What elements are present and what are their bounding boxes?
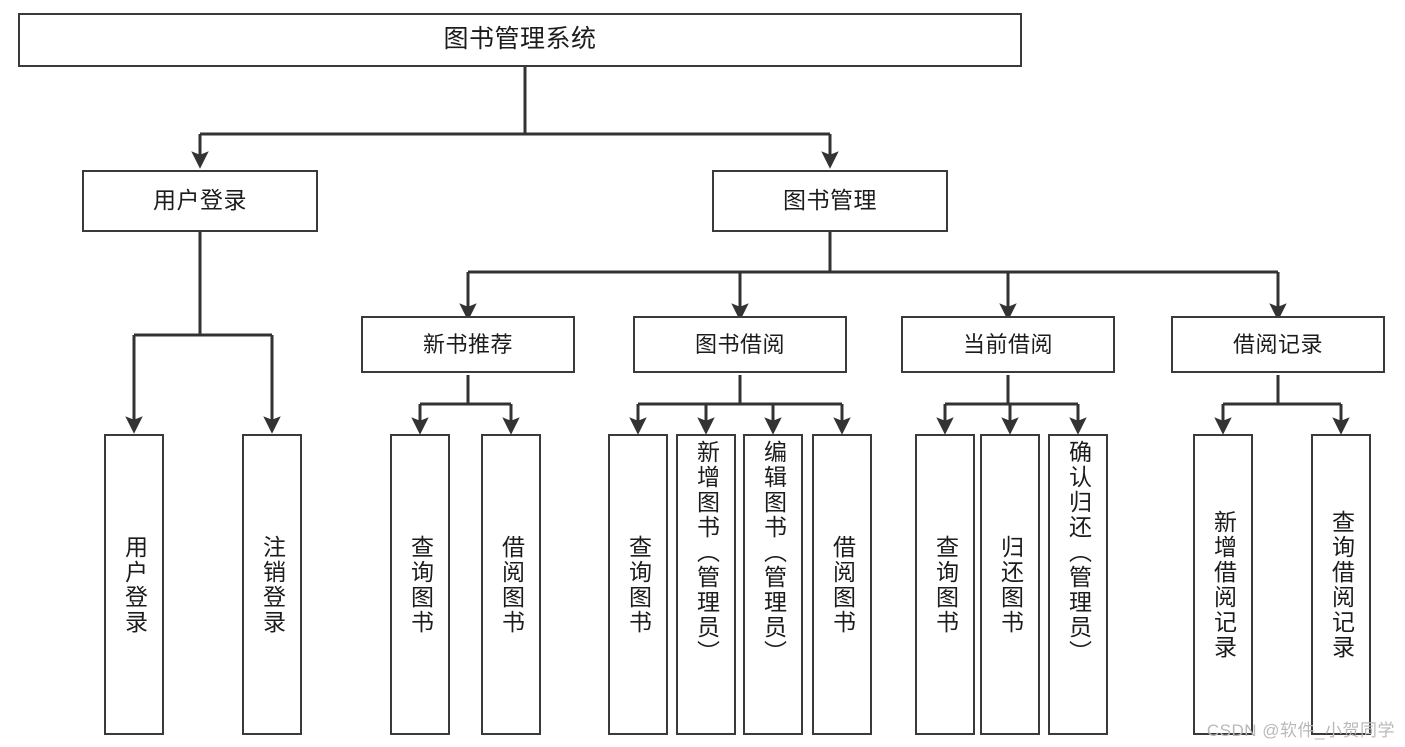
node-label: 借阅图书 [498, 534, 525, 635]
node-label: 查询图书 [625, 534, 652, 635]
node-leaf-borrow-book-recommend[interactable]: 借阅图书 [481, 434, 541, 735]
node-label: 图书借阅 [694, 331, 785, 357]
node-label: 当前借阅 [962, 331, 1053, 357]
node-label: 归还图书 [997, 534, 1024, 635]
node-label: 图书管理 [783, 187, 877, 214]
watermark-text: CSDN @软件_小贺同学 [1206, 721, 1395, 740]
node-leaf-query-record[interactable]: 查询借阅记录 [1311, 434, 1371, 735]
user-login-to-leaves-connectors [125, 232, 281, 434]
node-leaf-query-book-recommend[interactable]: 查询图书 [390, 434, 450, 735]
node-book-borrow[interactable]: 图书借阅 [633, 316, 847, 373]
node-label: 借阅记录 [1232, 331, 1323, 357]
node-label: 借阅图书 [829, 534, 856, 635]
node-leaf-return-book[interactable]: 归还图书 [980, 434, 1040, 735]
node-label: 用户登录 [153, 187, 247, 214]
node-label: 用户登录 [121, 534, 148, 635]
node-leaf-add-book[interactable]: 新增图书（管理员） [676, 434, 736, 735]
node-label: 编辑图书（管理员） [760, 440, 787, 665]
node-label: 新增借阅记录 [1210, 509, 1237, 660]
node-book-management[interactable]: 图书管理 [712, 170, 948, 232]
node-label: 查询借阅记录 [1328, 509, 1355, 660]
node-leaf-confirm-return[interactable]: 确认归还（管理员） [1048, 434, 1108, 735]
book-management-to-level2-connectors [459, 232, 1287, 321]
node-root-system[interactable]: 图书管理系统 [18, 13, 1022, 67]
node-leaf-borrow-book[interactable]: 借阅图书 [812, 434, 872, 735]
node-leaf-logout[interactable]: 注销登录 [242, 434, 302, 735]
node-leaf-add-record[interactable]: 新增借阅记录 [1193, 434, 1253, 735]
node-label: 图书管理系统 [443, 25, 597, 54]
node-label: 注销登录 [259, 534, 286, 635]
node-borrow-record[interactable]: 借阅记录 [1171, 316, 1385, 373]
node-leaf-user-login[interactable]: 用户登录 [104, 434, 164, 735]
root-to-level1-connectors [191, 67, 839, 169]
borrow-record-to-leaves-connectors [1214, 375, 1350, 435]
node-label: 查询图书 [932, 534, 959, 635]
node-label: 新书推荐 [422, 331, 513, 357]
node-new-book-recommend[interactable]: 新书推荐 [361, 316, 575, 373]
new-book-recommend-to-leaves-connectors [411, 375, 520, 435]
book-borrow-to-leaves-connectors [629, 375, 851, 435]
node-current-borrow[interactable]: 当前借阅 [901, 316, 1115, 373]
node-label: 查询图书 [407, 534, 434, 635]
node-leaf-edit-book[interactable]: 编辑图书（管理员） [743, 434, 803, 735]
node-label: 确认归还（管理员） [1065, 440, 1092, 665]
node-leaf-query-book-borrow[interactable]: 查询图书 [608, 434, 668, 735]
node-label: 新增图书（管理员） [693, 440, 720, 665]
node-leaf-query-book-current[interactable]: 查询图书 [915, 434, 975, 735]
node-user-login[interactable]: 用户登录 [82, 170, 318, 232]
current-borrow-to-leaves-connectors [936, 375, 1087, 435]
